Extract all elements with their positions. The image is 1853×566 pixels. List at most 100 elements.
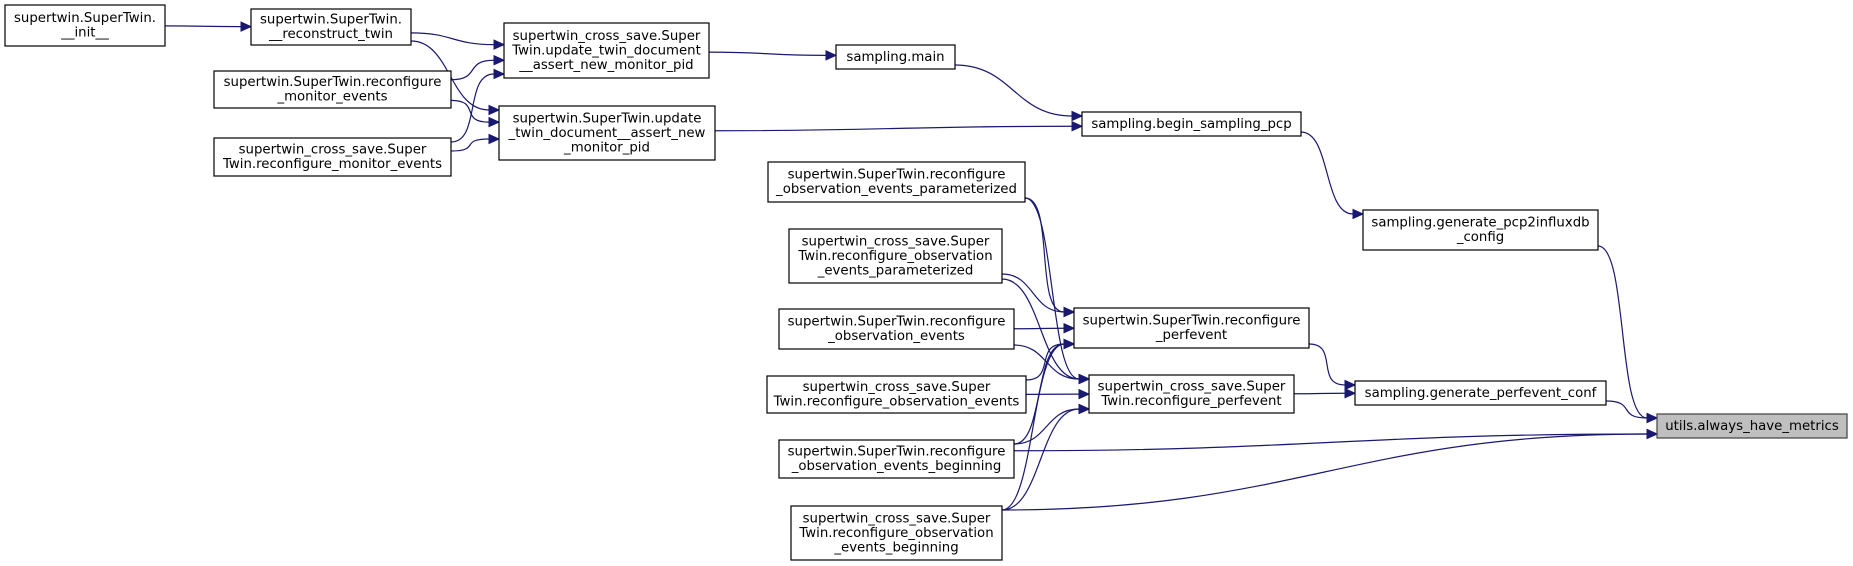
node-update-cs[interactable]: supertwin_cross_save.SuperTwin.update_tw…: [503, 22, 710, 79]
node-label-line: supertwin_cross_save.Super: [803, 511, 991, 526]
node-label-line: utils.always_have_metrics: [1665, 419, 1839, 434]
node-label-line: sampling.generate_pcp2influxdb: [1371, 216, 1589, 231]
node-box: [766, 375, 1027, 414]
node-perf-st[interactable]: supertwin.SuperTwin.reconfigure_perfeven…: [1073, 307, 1310, 349]
node-label-line: Twin.reconfigure_observation_events: [773, 395, 1020, 410]
edge-obs_beg_cs-to-always: [1001, 428, 1659, 511]
edge-obs_cs-to-perf_cs: [1025, 388, 1091, 400]
node-obs-st[interactable]: supertwin.SuperTwin.reconfigure_observat…: [778, 308, 1015, 350]
node-begin[interactable]: sampling.begin_sampling_pcp: [1081, 111, 1302, 137]
edges-layer: [164, 21, 1659, 511]
arrowhead-icon: [240, 21, 253, 32]
node-label-line: Twin.update_twin_document: [511, 43, 701, 58]
node-label-line: Twin.reconfigure_monitor_events: [222, 157, 442, 172]
edge-obs_beg_st-to-always: [1013, 428, 1659, 452]
node-obs-beg-st[interactable]: supertwin.SuperTwin.reconfigure_observat…: [778, 439, 1015, 479]
node-label-line: __assert_new_monitor_pid: [518, 58, 693, 73]
edge-line: [708, 51, 827, 56]
arrowhead-icon: [1063, 306, 1076, 318]
node-box: [1081, 111, 1302, 137]
node-label-line: __reconstruct_twin: [268, 27, 393, 42]
edge-reconstruct-to-update_cs: [410, 32, 506, 50]
edge-line: [1293, 392, 1346, 395]
node-obs-beg-cs[interactable]: supertwin_cross_save.SuperTwin.reconfigu…: [790, 505, 1003, 561]
node-label-line: _perfevent: [1155, 328, 1227, 343]
arrowhead-icon: [488, 133, 501, 145]
arrowhead-icon: [493, 54, 506, 66]
node-box: [778, 308, 1015, 350]
node-label-line: _config: [1456, 230, 1504, 245]
node-label-line: supertwin.SuperTwin.update: [513, 111, 702, 126]
node-reconstruct[interactable]: supertwin.SuperTwin.__reconstruct_twin: [250, 8, 412, 46]
node-obs-cs[interactable]: supertwin_cross_save.SuperTwin.reconfigu…: [766, 375, 1027, 414]
node-main[interactable]: sampling.main: [835, 44, 956, 70]
node-box: [213, 70, 452, 109]
node-perf-cs[interactable]: supertwin_cross_save.SuperTwin.reconfigu…: [1088, 374, 1295, 414]
arrowhead-icon: [825, 50, 838, 61]
node-reconf-mon-st[interactable]: supertwin.SuperTwin.reconfigure_monitor_…: [213, 70, 452, 109]
arrowhead-icon: [1646, 412, 1659, 424]
node-label-line: _observation_events: [827, 329, 965, 344]
arrowhead-icon: [493, 68, 506, 80]
edge-line: [954, 64, 1073, 117]
edge-main-to-begin: [954, 64, 1084, 122]
edge-obs_param_cs-to-perf_st: [1001, 273, 1076, 318]
edge-obs_param_st-to-perf_cs: [1024, 197, 1091, 385]
node-box: [835, 44, 956, 70]
node-label-line: supertwin.SuperTwin.reconfigure: [1083, 314, 1301, 329]
node-box: [4, 4, 166, 47]
node-label-line: supertwin_cross_save.Super: [513, 29, 701, 44]
node-gen-pcp[interactable]: sampling.generate_pcp2influxdb_config: [1362, 209, 1599, 251]
node-reconf-mon-cs[interactable]: supertwin_cross_save.SuperTwin.reconfigu…: [213, 137, 452, 177]
arrowhead-icon: [1352, 208, 1365, 220]
edge-obs_st-to-perf_st: [1013, 322, 1076, 334]
edge-reconf_mon_cs-to-update_cs: [450, 68, 506, 143]
node-init[interactable]: supertwin.SuperTwin.__init__: [4, 4, 166, 47]
arrowhead-icon: [1646, 428, 1659, 440]
edge-line: [450, 99, 490, 123]
nodes-layer: supertwin.SuperTwin.__init__supertwin.Su…: [4, 4, 1848, 561]
edge-line: [1013, 408, 1080, 445]
edge-line: [1308, 343, 1346, 386]
node-box: [1354, 380, 1607, 406]
node-label-line: _monitor_events: [276, 90, 387, 105]
edge-reconf_mon_st-to-update_cs: [450, 54, 506, 81]
node-obs-param-cs[interactable]: supertwin_cross_save.SuperTwin.reconfigu…: [788, 228, 1003, 284]
node-label-line: _observation_events_parameterized: [775, 182, 1017, 197]
node-box: [778, 439, 1015, 479]
node-label-line: _monitor_pid: [563, 140, 650, 155]
edge-line: [1024, 197, 1065, 313]
edge-line: [1001, 408, 1080, 511]
edge-update_st-to-begin: [714, 120, 1084, 132]
node-label-line: supertwin.SuperTwin.reconfigure: [788, 315, 1006, 330]
edge-begin-to-gen_pcp: [1300, 131, 1365, 220]
node-label-line: _observation_events_beginning: [791, 459, 1002, 474]
node-label-line: Twin.reconfigure_observation: [797, 249, 992, 264]
edge-line: [164, 25, 242, 28]
arrowhead-icon: [1063, 322, 1076, 334]
node-label-line: supertwin.SuperTwin.: [14, 11, 156, 26]
node-always[interactable]: utils.always_have_metrics: [1656, 413, 1848, 439]
node-update-st[interactable]: supertwin.SuperTwin.update_twin_document…: [498, 105, 716, 161]
node-label-line: Twin.reconfigure_perfevent: [1100, 394, 1281, 409]
edge-line: [1013, 433, 1648, 452]
edge-line: [1024, 197, 1080, 380]
edge-line: [1013, 327, 1065, 330]
arrowhead-icon: [493, 39, 506, 50]
edge-line: [1605, 400, 1648, 419]
node-label-line: supertwin.SuperTwin.: [260, 13, 402, 28]
edge-line: [1001, 343, 1065, 511]
node-obs-param-st[interactable]: supertwin.SuperTwin.reconfigure_observat…: [767, 161, 1026, 203]
arrowhead-icon: [1344, 379, 1357, 391]
node-box: [1362, 209, 1599, 251]
node-label-line: supertwin_cross_save.Super: [803, 380, 991, 395]
node-label-line: sampling.main: [846, 50, 944, 65]
node-box: [1656, 413, 1848, 439]
edge-perf_st-to-gen_perf: [1308, 343, 1357, 391]
node-gen-perf[interactable]: sampling.generate_perfevent_conf: [1354, 380, 1607, 406]
node-label-line: _events_parameterized: [817, 263, 974, 278]
edge-perf_cs-to-gen_perf: [1293, 387, 1357, 399]
arrowhead-icon: [1078, 373, 1091, 385]
arrowhead-icon: [1078, 403, 1091, 415]
